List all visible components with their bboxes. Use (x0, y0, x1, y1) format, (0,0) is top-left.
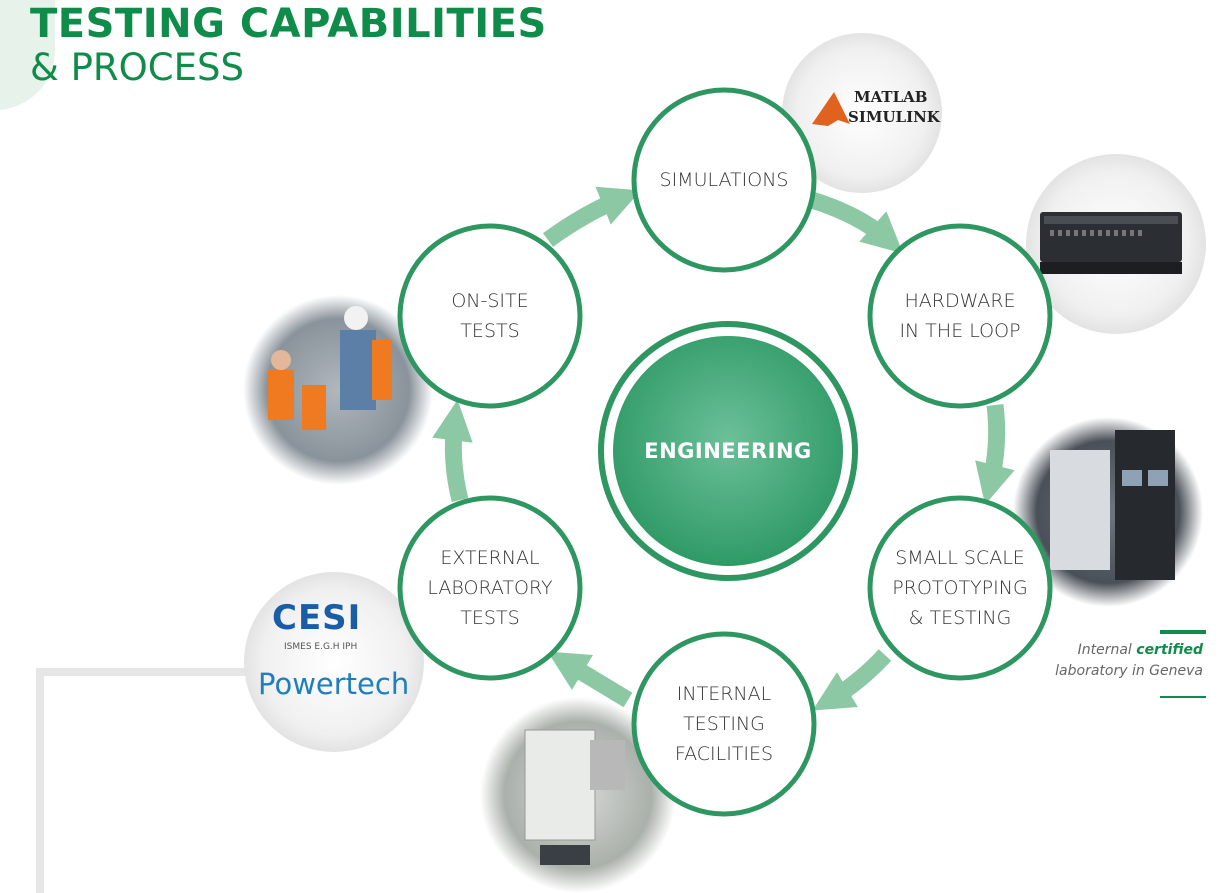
node-label-internal: INTERNAL TESTING FACILITIES (674, 683, 774, 765)
cesi-powertech-logo-circle (244, 572, 424, 752)
matlab-logo-circle (782, 33, 942, 193)
node-label-hil: HARDWARE IN THE LOOP (899, 290, 1021, 342)
note-accent-bottom (1160, 696, 1206, 698)
node-external (397, 495, 583, 681)
note-prefix: Internal (1077, 642, 1137, 658)
title-block: TESTING CAPABILITIES & PROCESS (30, 0, 547, 90)
frame-line-horizontal (36, 668, 296, 676)
note-accent-top (1160, 630, 1206, 634)
cesi-subbrands: ISMES E.G.H IPH (284, 642, 358, 652)
page-title: TESTING CAPABILITIES (30, 1, 547, 47)
center-circle (598, 321, 858, 581)
arrow-external-to-onsite (432, 399, 473, 503)
center-label: ENGINEERING (644, 439, 812, 463)
arrow-sim-to-hil (809, 191, 904, 254)
powertech-logo-text: Powertech (258, 667, 410, 701)
node-label-simulations: SIMULATIONS (659, 169, 789, 191)
node-label-onsite: ON-SITE TESTS (451, 290, 529, 342)
hil-rack-photo (1026, 154, 1206, 334)
lab-cabinet-photo (1013, 417, 1203, 607)
arrow-onsite-to-sim (542, 186, 641, 247)
frame-line-vertical (36, 668, 44, 893)
cesi-logo-text: CESI (272, 598, 362, 638)
onsite-workers-photo (243, 295, 433, 485)
node-hil (867, 223, 1053, 409)
node-circles (397, 87, 1053, 817)
node-label-small-scale: SMALL SCALE PROTOTYPING & TESTING (892, 547, 1028, 629)
internal-lab-photo (480, 697, 676, 893)
node-simulations (631, 87, 817, 273)
node-label-external: EXTERNAL LABORATORY TESTS (427, 547, 553, 629)
node-internal (631, 631, 817, 817)
note-line2: laboratory in Geneva (1055, 663, 1203, 679)
certified-lab-note: Internal certified laboratory in Geneva (983, 640, 1203, 682)
simulink-text: SIMULINK (848, 108, 940, 126)
note-bold: certified (1136, 642, 1203, 658)
node-small-scale (867, 495, 1053, 681)
arrow-internal-to-external (547, 651, 633, 708)
node-onsite (397, 223, 583, 409)
cycle-arrows (432, 186, 1015, 711)
matlab-text: MATLAB (854, 88, 928, 106)
arrow-hil-to-small (975, 403, 1015, 505)
page-subtitle: & PROCESS (30, 46, 244, 89)
arrow-small-to-internal (812, 649, 892, 711)
